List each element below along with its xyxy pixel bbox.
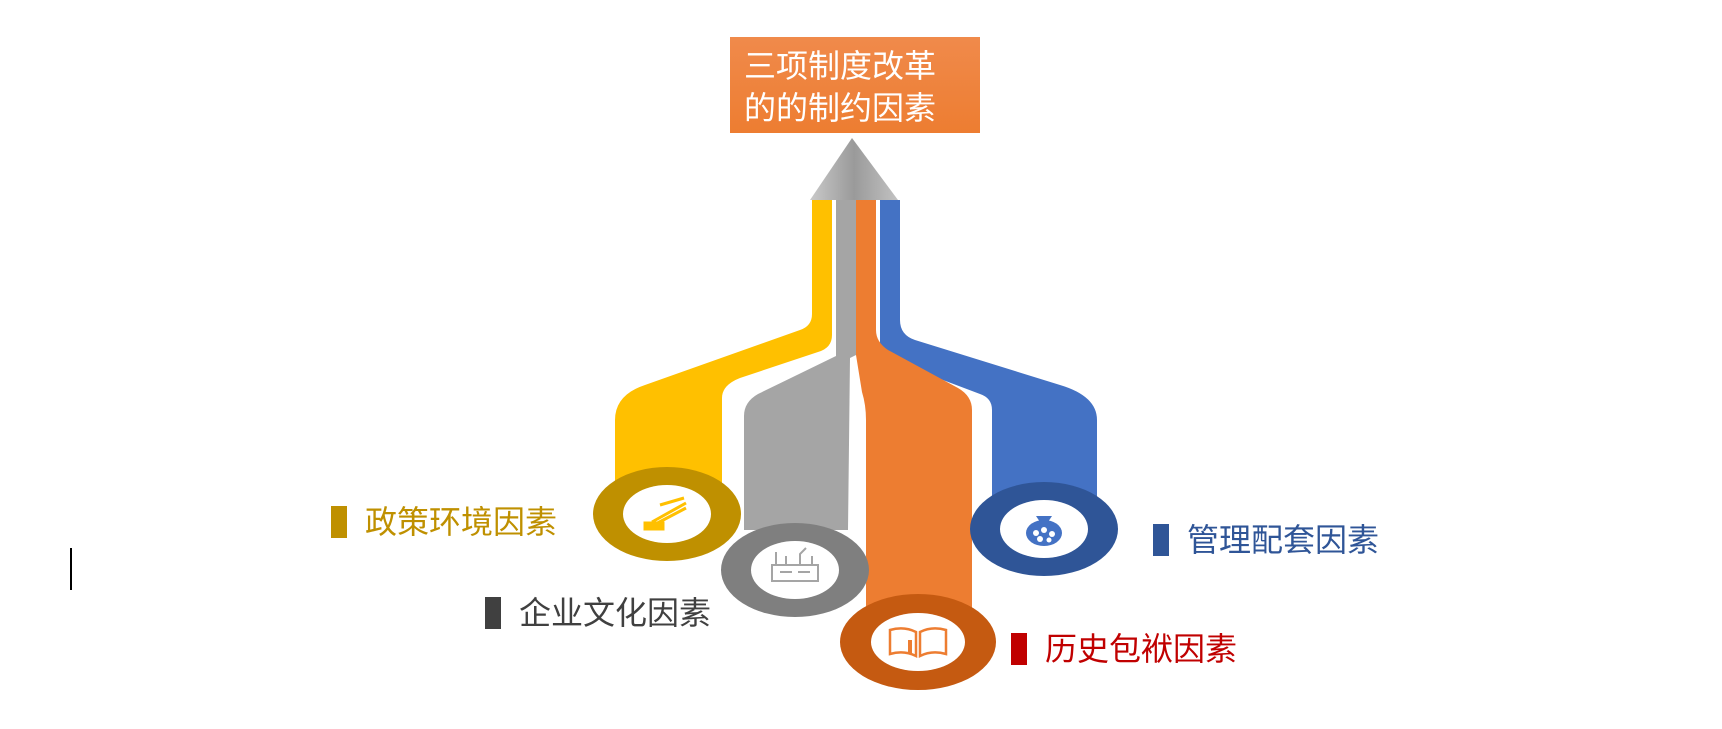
- ribbon-history: [856, 200, 972, 615]
- node-history: [840, 594, 996, 690]
- legend-marker-mgmt: [1153, 524, 1169, 556]
- title-line-2: 的的制约因素: [744, 89, 937, 127]
- ribbon-policy: [615, 200, 832, 500]
- legend-marker-history: [1011, 633, 1027, 665]
- arrow-tip: [810, 138, 898, 200]
- label-history-text: 历史包袱因素: [1045, 630, 1238, 668]
- label-history: 历史包袱因素: [1011, 629, 1237, 669]
- open-book-icon: [888, 627, 948, 659]
- node-culture: [721, 523, 869, 617]
- text-cursor: [70, 548, 72, 590]
- title-line-1: 三项制度改革: [744, 47, 937, 85]
- node-policy: [593, 467, 741, 561]
- factory-icon: [771, 547, 819, 582]
- label-culture-text: 企业文化因素: [519, 594, 712, 632]
- money-bag-icon: [1026, 516, 1062, 546]
- legend-marker-policy: [331, 506, 347, 538]
- label-mgmt-text: 管理配套因素: [1187, 521, 1380, 559]
- title-box: 三项制度改革 的的制约因素: [730, 37, 980, 133]
- pen-ruler-icon: [643, 496, 687, 531]
- ribbon-culture: [744, 200, 856, 530]
- ribbon-mgmt: [880, 200, 1097, 525]
- legend-marker-culture: [485, 597, 501, 629]
- label-mgmt: 管理配套因素: [1153, 520, 1379, 560]
- label-policy: 政策环境因素: [331, 502, 557, 542]
- node-mgmt: [970, 482, 1118, 576]
- label-culture: 企业文化因素: [485, 593, 711, 633]
- label-policy-text: 政策环境因素: [365, 503, 558, 541]
